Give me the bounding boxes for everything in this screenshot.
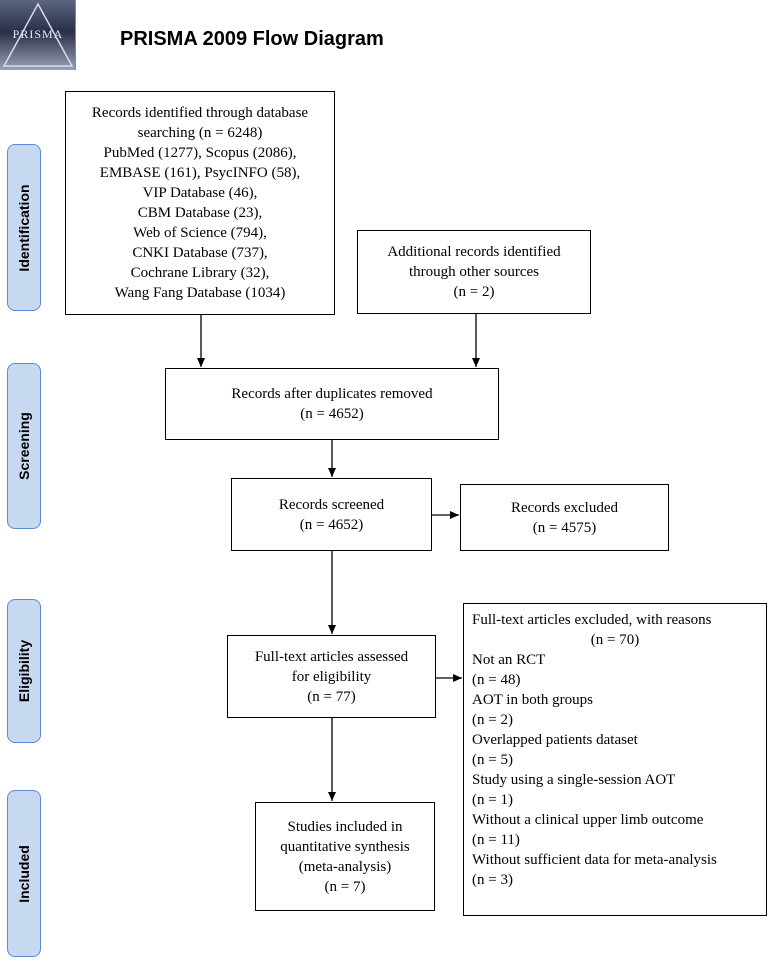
box-line: Records screened (278, 496, 385, 513)
excluded-header: Full-text articles excluded, with reason… (472, 612, 712, 628)
box-line: Records after duplicates removed (231, 386, 433, 402)
stage-screening: Screening (7, 363, 41, 529)
records-excluded-box: Records excluded (n = 4575) (460, 484, 669, 551)
box-line: CNKI Database (737), (132, 245, 268, 261)
box-line: Web of Science (794), (133, 225, 267, 241)
box-line: searching (n = 6248) (137, 125, 263, 141)
records-screened-box: Records screened (n = 4652) (231, 478, 432, 551)
additional-records-box: Additional records identified through ot… (357, 230, 591, 314)
box-line: Studies included in (287, 818, 403, 835)
stage-included: Included (7, 790, 41, 957)
box-line: VIP Database (46), (142, 185, 258, 201)
exclusion-reason: Overlapped patients dataset (472, 732, 638, 748)
exclusion-reason: Not an RCT (472, 652, 546, 668)
fulltext-assessed-box: Full-text articles assessed for eligibil… (227, 635, 436, 718)
box-line: (n = 4652) (300, 406, 364, 422)
prisma-logo: PRISMA (0, 0, 76, 70)
box-line: (n = 77) (307, 688, 356, 705)
box-line: (n = 4652) (299, 516, 364, 533)
box-line: CBM Database (23), (137, 205, 263, 221)
exclusion-count: (n = 11) (472, 832, 520, 848)
box-line: (n = 7) (324, 878, 366, 895)
prisma-triangle-icon (2, 2, 74, 67)
box-line: Cochrane Library (32), (130, 265, 270, 281)
excluded-header-count: (n = 70) (590, 632, 640, 648)
exclusion-count: (n = 5) (472, 752, 513, 768)
box-line: through other sources (409, 264, 539, 280)
exclusion-reason: Without sufficient data for meta-analysi… (472, 852, 717, 868)
box-line: Wang Fang Database (1034) (114, 285, 286, 301)
box-line: EMBASE (161), PsycINFO (58), (99, 165, 301, 181)
after-duplicates-box: Records after duplicates removed (n = 46… (165, 368, 499, 440)
exclusion-count: (n = 3) (472, 872, 513, 888)
box-line: for eligibility (291, 668, 372, 685)
box-line: (meta-analysis) (298, 858, 392, 875)
box-line: Records excluded (510, 499, 619, 516)
stage-identification: Identification (7, 144, 41, 311)
database-records-box: Records identified through database sear… (65, 91, 335, 315)
exclusion-count: (n = 2) (472, 712, 513, 728)
fulltext-excluded-box: Full-text articles excluded, with reason… (463, 603, 767, 916)
exclusion-reason: Without a clinical upper limb outcome (472, 812, 704, 828)
page-title: PRISMA 2009 Flow Diagram (120, 28, 384, 50)
box-line: Additional records identified (387, 244, 561, 260)
stage-eligibility: Eligibility (7, 599, 41, 743)
box-line: (n = 2) (453, 284, 495, 300)
box-line: quantitative synthesis (280, 838, 410, 855)
exclusion-reason: AOT in both groups (472, 692, 593, 708)
exclusion-reason: Study using a single-session AOT (472, 772, 676, 788)
box-line: Full-text articles assessed (254, 648, 409, 665)
exclusion-count: (n = 1) (472, 792, 513, 808)
box-line: Records identified through database (91, 105, 309, 121)
studies-included-box: Studies included in quantitative synthes… (255, 802, 435, 911)
box-line: PubMed (1277), Scopus (2086), (103, 145, 297, 161)
exclusion-count: (n = 48) (472, 672, 521, 688)
logo-text: PRISMA (12, 27, 64, 41)
box-line: (n = 4575) (532, 519, 597, 536)
